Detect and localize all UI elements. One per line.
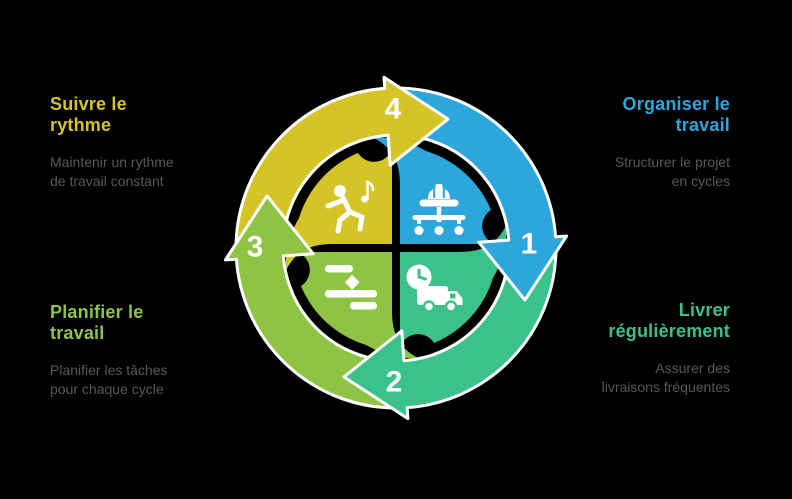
step-3-arrow (223, 194, 394, 410)
step-1-number: 1 (521, 228, 538, 261)
helmet-org-chart-icon (412, 184, 466, 235)
step-1-title-line1: Organiser le (622, 94, 730, 114)
running-music-icon (325, 180, 375, 234)
step-1-title: Organiser le travail (615, 94, 730, 136)
step-3-panel: Planifier le travail Planifier les tâche… (50, 302, 168, 399)
step-3-title: Planifier le travail (50, 302, 168, 344)
step-2-description: Assurer des livraisons fréquentes (602, 359, 730, 397)
step-4-number: 4 (385, 93, 402, 126)
step-2-number: 2 (386, 366, 403, 399)
delivery-truck-clock-icon (406, 264, 463, 313)
step-1-desc-line2: en cycles (671, 173, 730, 189)
step-4-arrowhead-outline (335, 75, 450, 167)
step-4-title: Suivre le rythme (50, 94, 174, 136)
step-3-title-line1: Planifier le (50, 302, 144, 322)
step-2-desc-line2: livraisons fréquentes (601, 379, 730, 395)
step-2-title: Livrer régulièrement (602, 300, 730, 342)
step-4-description: Maintenir un rythme de travail constant (50, 153, 174, 191)
step-1-title-line2: travail (675, 115, 730, 135)
step-3-description: Planifier les tâches pour chaque cycle (50, 361, 168, 399)
step-3-desc-line1: Planifier les tâches (50, 362, 168, 378)
step-4-panel: Suivre le rythme Maintenir un rythme de … (50, 94, 174, 191)
step-3-number: 3 (247, 231, 264, 264)
cycle-ring (223, 75, 569, 421)
step-1-description: Structurer le projet en cycles (615, 153, 730, 191)
step-2-desc-line1: Assurer des (655, 360, 730, 376)
step-1-arrow (398, 86, 569, 302)
step-4-arrowhead-overlay (336, 77, 449, 166)
step-4-title-line1: Suivre le (50, 94, 127, 114)
step-4-desc-line2: de travail constant (50, 173, 164, 189)
step-2-title-line1: Livrer (678, 300, 730, 320)
step-3-title-line2: travail (50, 323, 105, 343)
step-4-title-line2: rythme (50, 115, 112, 135)
step-2-title-line2: régulièrement (608, 321, 730, 341)
step-2-panel: Livrer régulièrement Assurer des livrais… (602, 300, 730, 397)
step-2-arrow (342, 250, 558, 421)
step-3-desc-line2: pour chaque cycle (50, 381, 164, 397)
step-4-desc-line1: Maintenir un rythme (50, 154, 174, 170)
gantt-chart-icon (325, 265, 377, 310)
step-1-desc-line1: Structurer le projet (614, 154, 730, 170)
step-1-panel: Organiser le travail Structurer le proje… (615, 94, 730, 191)
